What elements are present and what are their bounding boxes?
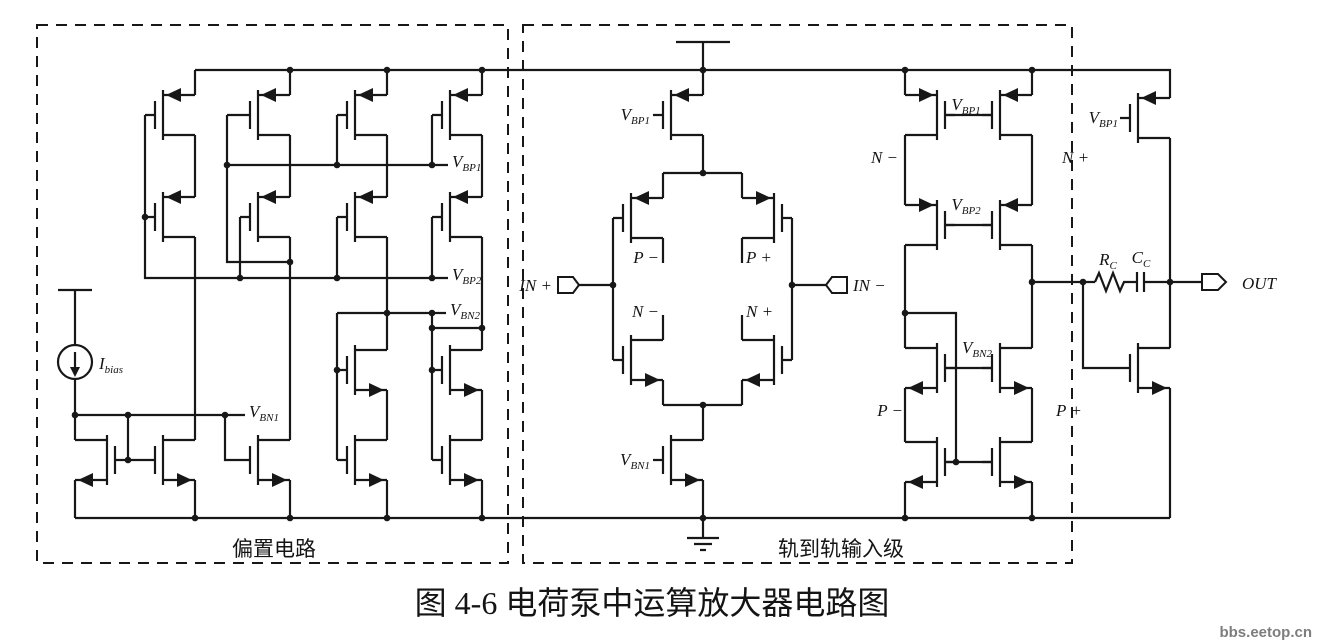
label-out: OUT [1242, 274, 1278, 293]
pmos-tail-current-source [653, 70, 703, 160]
output-nmos [1120, 323, 1170, 413]
input-stage-transistors [613, 70, 1032, 507]
net-label-vbp1-tail: VBP1 [621, 105, 650, 127]
in-plus-port [557, 276, 581, 294]
cascode-nmos-mid-right [982, 323, 1032, 413]
net-label-vbn1-bias: VBN1 [249, 402, 279, 424]
out-port [1201, 273, 1228, 291]
ibias-current-source [56, 343, 94, 381]
label-n-minus-pair: N − [631, 302, 659, 321]
bias-nmos-cascode-col4 [432, 325, 482, 415]
net-label-vbp1-bias: VBP1 [452, 152, 481, 174]
label-n-minus-cascode: N − [870, 148, 898, 167]
net-label-vbp1-output: VBP1 [1089, 108, 1118, 130]
bias-pmos-row2-col1 [145, 172, 195, 262]
bias-pmos-row1-col1 [145, 70, 195, 160]
net-label-vbn2-bias: VBN2 [450, 300, 480, 322]
in-minus-port [824, 276, 848, 294]
junction-dots [71, 66, 1174, 522]
bias-block-border [36, 24, 509, 564]
bias-nmos-bottom-col4 [432, 415, 482, 505]
label-rc: RC [1098, 250, 1117, 272]
cascode-pmos-mid-left [905, 180, 955, 270]
input-stage-block-label: 轨到轨输入级 [778, 537, 904, 561]
label-n-plus-pair: N + [745, 302, 773, 321]
nmos-pair-right [742, 315, 792, 405]
label-in-minus: IN − [852, 276, 886, 295]
net-label-vbp1-cascode: VBP1 [951, 95, 980, 117]
bias-nmos-cascode-col3 [337, 325, 387, 415]
bias-pmos-row2-col2 [240, 172, 290, 262]
cascode-nmos-bottom-left [905, 417, 955, 507]
label-p-plus-pair: P + [745, 248, 772, 267]
bias-pmos-row1-col4 [432, 70, 482, 160]
figure-caption: 图 4-6 电荷泵中运算放大器电路图 [415, 585, 890, 621]
nmos-tail-current-source [653, 415, 703, 505]
cascode-pmos-mid-right [982, 180, 1032, 270]
net-label-vbn1-tail: VBN1 [620, 450, 650, 472]
cascode-pmos-top-left [905, 70, 955, 160]
bias-block-label: 偏置电路 [232, 537, 316, 561]
label-p-plus-cascode: P + [1055, 401, 1082, 420]
bias-transistors [75, 70, 482, 505]
bias-pmos-row2-col3 [337, 172, 387, 262]
label-cc: CC [1132, 248, 1151, 270]
output-stage-transistors [1120, 73, 1170, 413]
bias-pmos-row2-col4 [432, 172, 482, 262]
bias-nmos-bottom-col3 [337, 415, 387, 505]
input-stage-block-border [522, 24, 1073, 564]
cascode-pmos-top-right [982, 70, 1032, 160]
output-pmos [1120, 73, 1170, 163]
cascode-nmos-mid-left [905, 323, 955, 413]
bias-nmos-mirror-mid [145, 415, 195, 505]
label-n-plus-cascode: N + [1061, 148, 1089, 167]
label-in-plus: IN + [518, 276, 552, 295]
bias-pmos-row1-col3 [337, 70, 387, 160]
bias-nmos-mirror-right [240, 415, 290, 505]
nmos-pair-left [613, 315, 663, 405]
label-p-minus-pair: P − [632, 248, 659, 267]
bias-pmos-row1-col2 [240, 70, 290, 160]
cascode-nmos-bottom-right [982, 417, 1032, 507]
bias-nmos-mirror-left [75, 415, 125, 505]
net-label-vbn2-cascode: VBN2 [962, 338, 992, 360]
watermark: bbs.eetop.cn [1219, 624, 1312, 641]
label-p-minus-cascode: P − [876, 401, 903, 420]
label-ibias: Ibias [98, 354, 123, 376]
net-label-vbp2-cascode: VBP2 [951, 195, 981, 217]
net-label-vbp2-bias: VBP2 [452, 265, 482, 287]
